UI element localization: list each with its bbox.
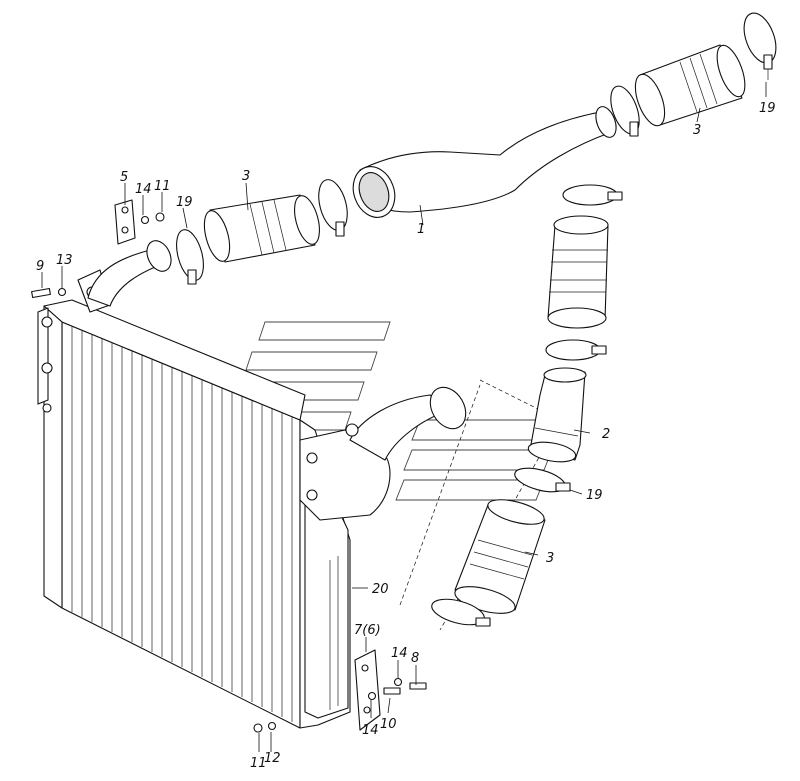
bracket-7-6 [354,649,381,731]
guide-lines [399,379,561,631]
clamp-19-mid-top [610,85,640,137]
hose-middle-vertical [547,215,609,329]
callout-10: 10 [380,717,397,732]
callout-3-lower: 3 [546,551,554,566]
callout-19-right: 19 [586,488,603,503]
outlet-elbow [299,386,467,521]
clamp-bottom [431,598,491,627]
callouts: 1 2 3 3 3 5 7(6) 8 9 10 11 11 12 13 14 1… [36,101,776,771]
callout-19-top: 19 [759,101,776,116]
hose-3-lower [454,499,546,614]
callout-3-left: 3 [242,169,250,184]
callout-19-left: 19 [176,195,193,210]
cooler-fins [71,326,293,722]
hose-2 [527,367,587,463]
clamp-19-pipe1 [318,179,348,237]
callout-2: 2 [602,427,610,442]
callout-5: 5 [120,170,128,185]
callout-13: 13 [56,253,73,268]
clamp-19-top-right [743,12,777,80]
callout-3-top-right: 3 [693,123,701,138]
left-inlet-pipe [87,240,172,307]
callout-14-low: 14 [362,723,379,738]
clamp-19-right [514,467,571,493]
hose-3-left [203,194,320,263]
callout-7-6: 7(6) [354,623,381,638]
callout-1: 1 [417,222,425,237]
clamp-19-left [176,229,204,285]
clamp-top-of-stack [562,184,623,206]
callout-8: 8 [411,651,419,666]
pipe-1 [352,106,617,218]
callout-14-top: 14 [135,182,152,197]
callout-9: 9 [36,259,44,274]
hose-3-top-right [634,44,746,127]
fasteners-bottom [253,677,427,733]
callout-14-mid: 14 [391,646,408,661]
bracket-5 [114,199,136,245]
callout-20: 20 [372,582,389,597]
callout-11-top: 11 [154,179,171,194]
fasteners-top [31,212,165,299]
clamp-mid-stack [545,339,607,361]
callout-12: 12 [264,751,281,766]
callout-11-bottom: 11 [250,756,267,771]
leader-lines [41,82,767,752]
